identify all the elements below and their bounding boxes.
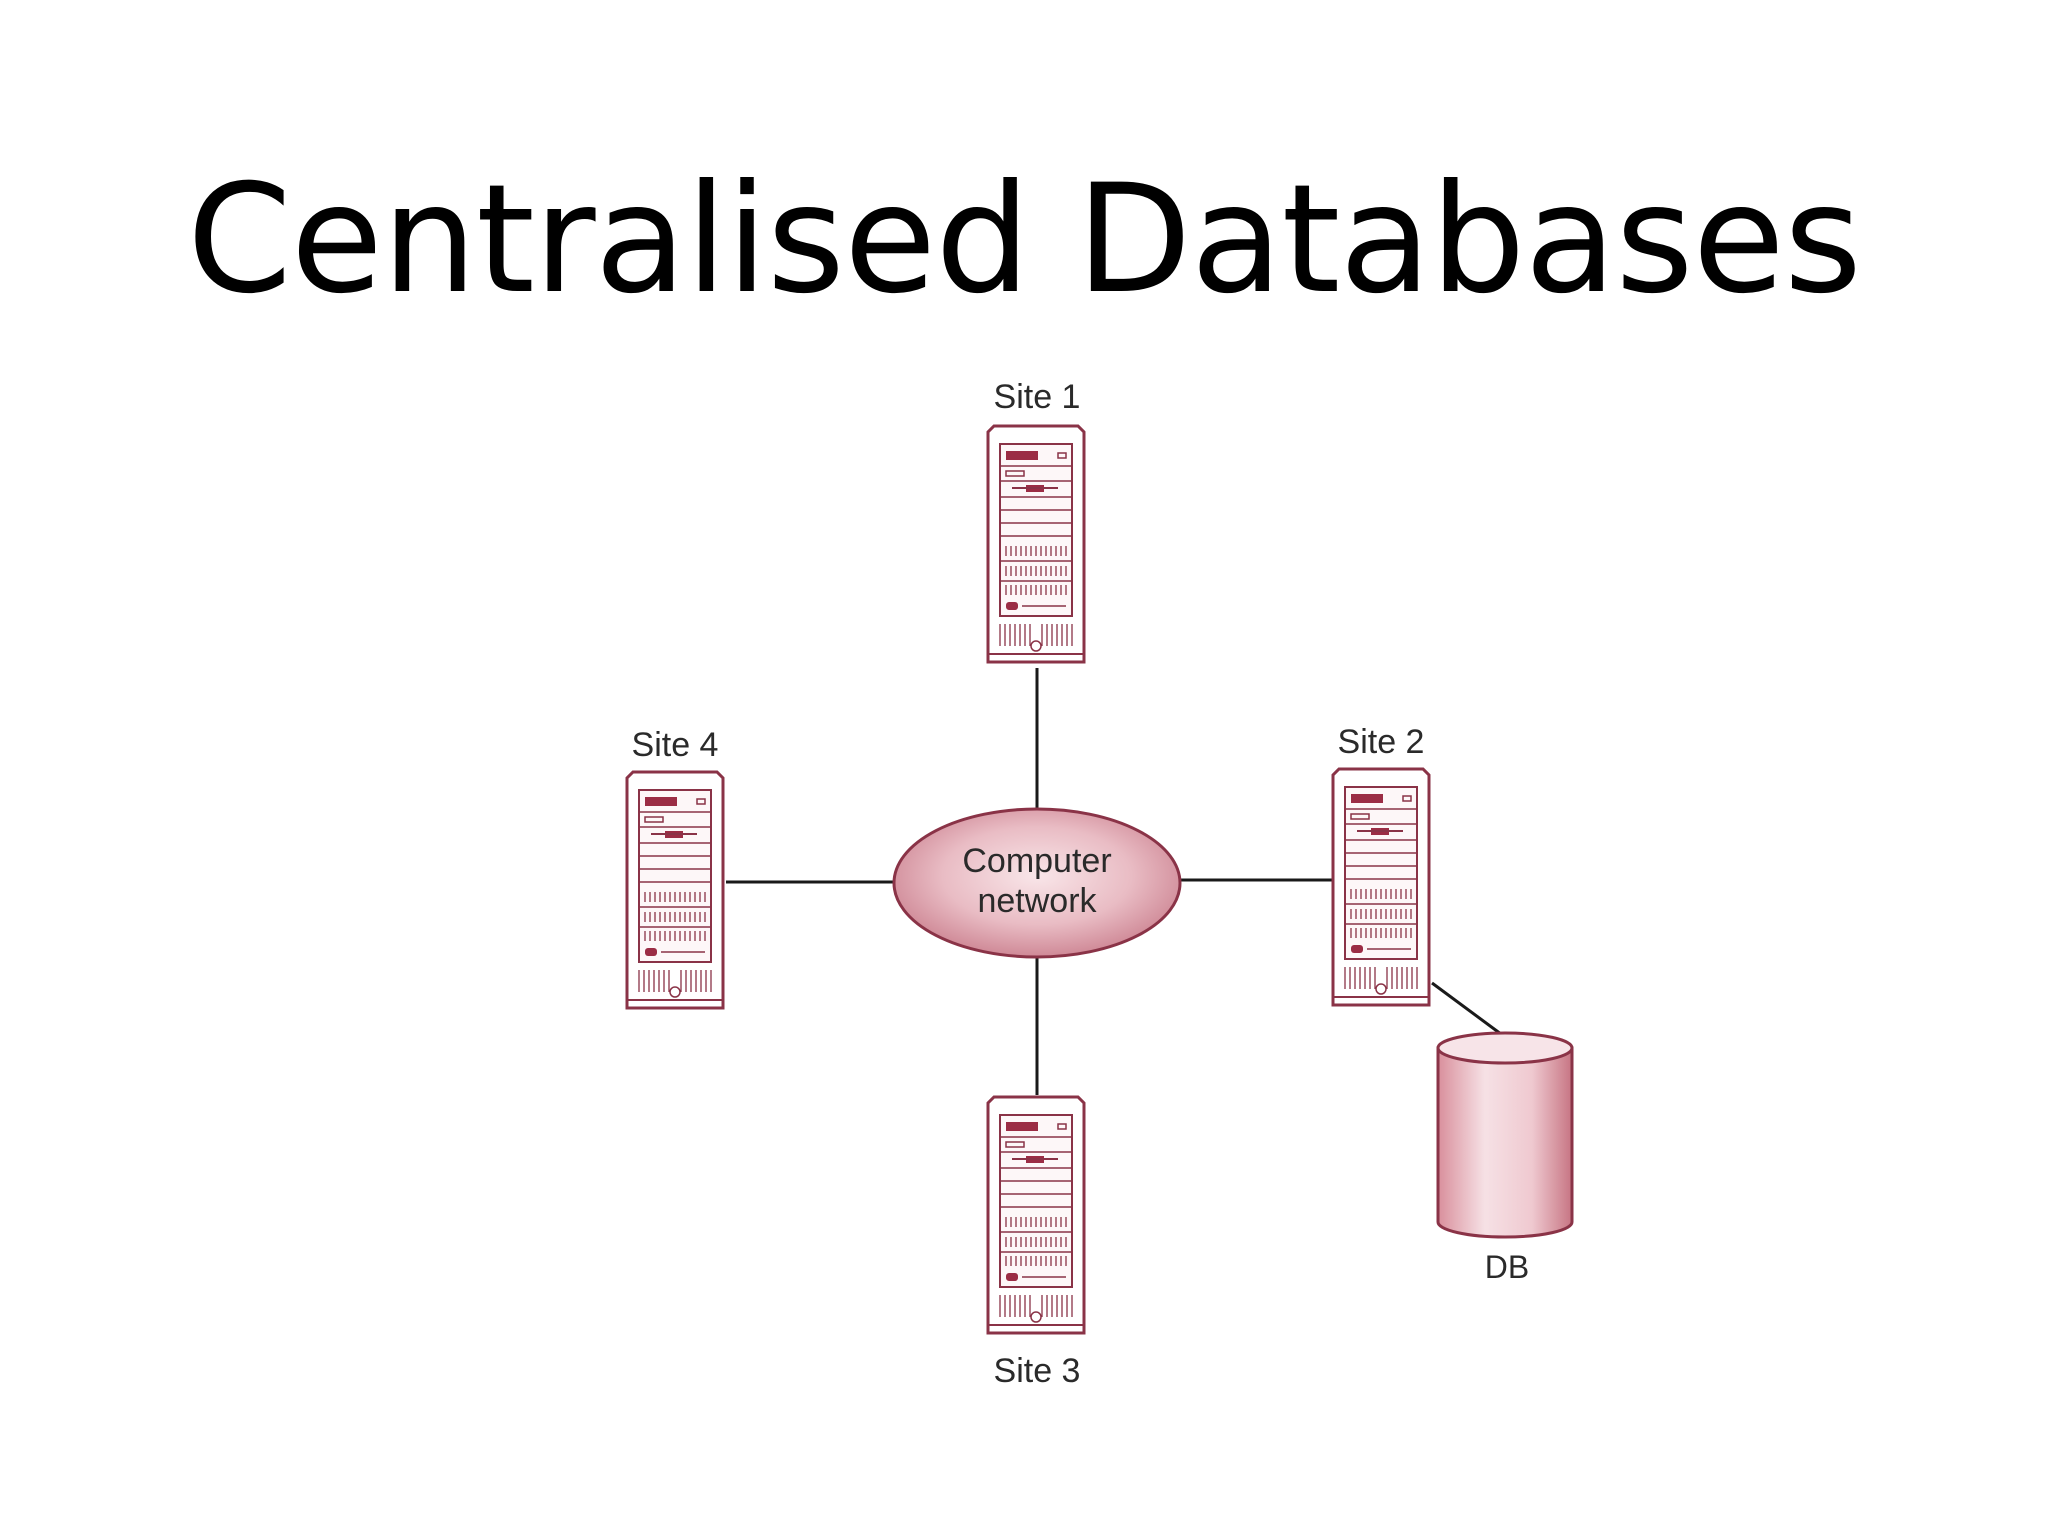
network-label-line1: Computer xyxy=(962,842,1111,880)
site-1-server: Site 1 xyxy=(986,378,1086,664)
slide-title: Centralised Databases xyxy=(186,153,1862,327)
site-1-label: Site 1 xyxy=(994,378,1081,416)
site-2-label: Site 2 xyxy=(1338,723,1425,761)
site-2-server: Site 2 xyxy=(1331,723,1431,1007)
server-icon xyxy=(1331,767,1431,1007)
site-3-server: Site 3 xyxy=(986,1095,1086,1390)
computer-network-node: Computer network xyxy=(892,807,1182,959)
site-3-label: Site 3 xyxy=(994,1352,1081,1390)
server-icon xyxy=(625,770,725,1010)
database-label: DB xyxy=(1485,1249,1529,1285)
server-icon xyxy=(986,424,1086,664)
network-label-line2: network xyxy=(977,882,1097,920)
server-icon xyxy=(986,1095,1086,1335)
site-4-server: Site 4 xyxy=(625,726,725,1010)
database-node: DB xyxy=(1436,1031,1574,1285)
database-icon xyxy=(1436,1031,1574,1239)
site-4-label: Site 4 xyxy=(632,726,719,764)
link-site2-db xyxy=(1431,981,1506,1039)
